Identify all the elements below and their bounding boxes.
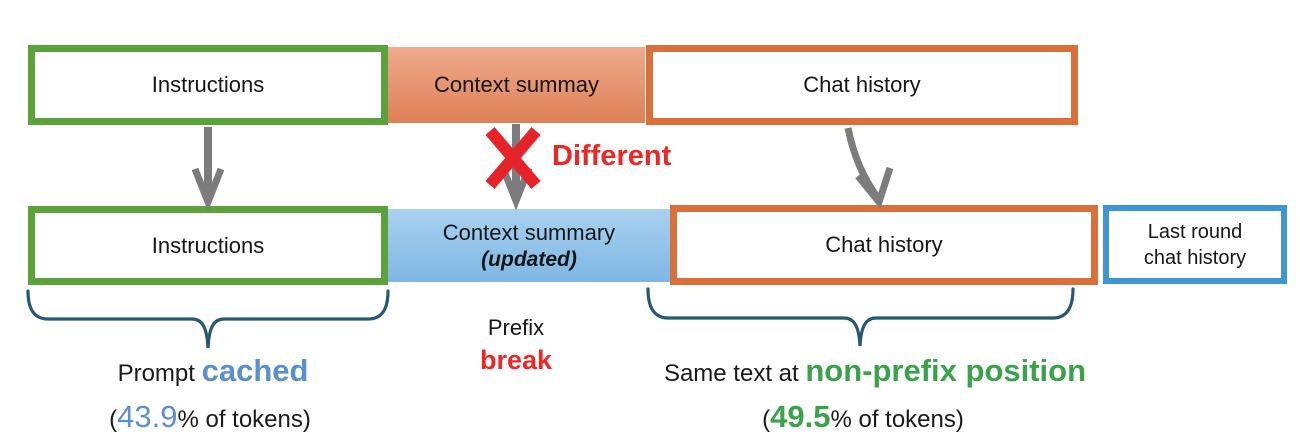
non-prefix-percentage-value: 49.5 bbox=[770, 399, 831, 434]
chat-history-box-after: Chat history bbox=[670, 205, 1098, 285]
chat-history-before-label: Chat history bbox=[803, 72, 921, 97]
instructions-after-label: Instructions bbox=[151, 232, 265, 258]
last-round-line1: Last round bbox=[1147, 220, 1243, 243]
chat-history-box-before: Chat history bbox=[646, 45, 1078, 125]
cached-paren: ( bbox=[109, 406, 118, 433]
non-prefix-percentage-line: (49.5% of tokens) bbox=[762, 399, 964, 435]
non-prefix-percentage-rest: % of tokens) bbox=[830, 406, 964, 433]
arrow-context-summary-icon bbox=[499, 124, 533, 211]
cached-percentage-rest: % of tokens) bbox=[177, 406, 311, 433]
same-text-line: Same text at non-prefix position bbox=[664, 353, 1086, 389]
arrow-chat-history-icon bbox=[844, 127, 894, 210]
brace-cached-icon bbox=[26, 289, 390, 349]
prompt-cached-line: Prompt cached bbox=[118, 353, 309, 389]
last-round-label: Last round chat history bbox=[1144, 219, 1246, 271]
instructions-before-label: Instructions bbox=[151, 72, 265, 97]
right-paren: ( bbox=[762, 406, 771, 433]
context-summary-updated-box: Context summary (updated) bbox=[388, 209, 670, 282]
cached-text: cached bbox=[201, 353, 309, 388]
prefix-label: Prefix bbox=[487, 315, 545, 340]
cached-percentage-value: 43.9 bbox=[117, 399, 178, 434]
different-label: Different bbox=[552, 140, 672, 172]
same-text: Same text at bbox=[663, 360, 806, 387]
red-x-icon bbox=[485, 127, 541, 189]
chat-history-after-label: Chat history bbox=[825, 232, 943, 257]
last-round-line2: chat history bbox=[1143, 246, 1247, 269]
non-prefix-text: non-prefix position bbox=[805, 353, 1087, 388]
context-summary-updated-note: (updated) bbox=[481, 247, 577, 271]
prompt-text: Prompt bbox=[117, 360, 202, 387]
instructions-box-after: Instructions bbox=[28, 206, 388, 285]
brace-non-prefix-icon bbox=[646, 287, 1075, 347]
context-summary-before-label: Context summay bbox=[433, 72, 600, 97]
arrow-instructions-icon bbox=[191, 127, 225, 212]
prefix-break-label: break bbox=[479, 345, 553, 375]
last-round-chat-history-box: Last round chat history bbox=[1103, 205, 1287, 284]
context-summary-box-before: Context summay bbox=[388, 47, 645, 123]
cached-percentage-line: (43.9% of tokens) bbox=[109, 399, 311, 435]
context-summary-updated-label: Context summary bbox=[442, 219, 616, 245]
instructions-box-before: Instructions bbox=[28, 45, 388, 125]
